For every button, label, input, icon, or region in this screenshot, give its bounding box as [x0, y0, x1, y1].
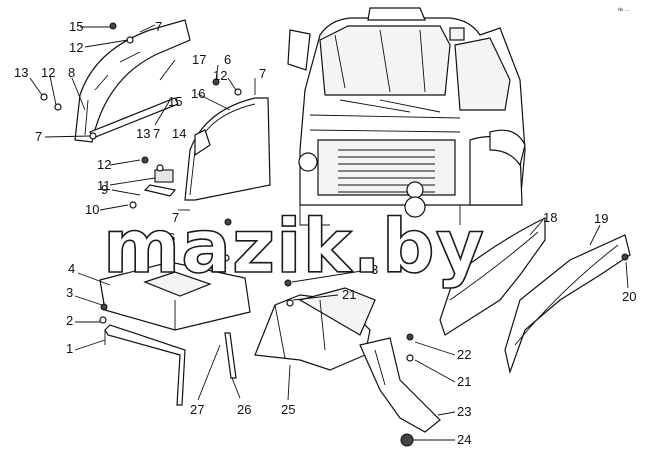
part-label: 12	[69, 40, 83, 55]
part-label: 15	[168, 94, 182, 109]
part-label: 3	[371, 262, 378, 277]
part-label: 7	[172, 210, 179, 225]
part-label: 23	[457, 404, 471, 419]
part-label: 12	[41, 65, 55, 80]
part-label: 25	[281, 402, 295, 417]
part-label: 6	[224, 52, 231, 67]
part-label: 20	[622, 289, 636, 304]
truck-cab	[287, 7, 526, 226]
watermark-text: mazik.by	[103, 204, 485, 290]
part-label: 5	[168, 250, 175, 265]
part-label: 21	[342, 287, 356, 302]
part-label: 12	[213, 68, 227, 83]
part-label: 7	[259, 66, 266, 81]
fasteners	[40, 22, 629, 447]
leader-lines	[29, 24, 629, 441]
part-label: 7	[153, 126, 160, 141]
part-label: 10	[85, 202, 99, 217]
side-panel-19	[504, 234, 631, 375]
part-label: 21	[457, 374, 471, 389]
part-label: 15	[69, 19, 83, 34]
part-label: 6	[168, 230, 175, 245]
part-label: 19	[594, 211, 608, 226]
part-label: 7	[155, 19, 162, 34]
part-label: 13	[136, 126, 150, 141]
part-label: 17	[192, 52, 206, 67]
radiator-grille	[338, 149, 435, 193]
part-label: 8	[68, 65, 75, 80]
side-panel-18	[439, 217, 546, 336]
battery-box-cover	[99, 261, 251, 331]
part-label: 2	[66, 313, 73, 328]
part-label: 18	[543, 210, 557, 225]
intake-pipe	[359, 337, 441, 433]
part-label: 1	[66, 341, 73, 356]
part-label: 14	[172, 126, 186, 141]
part-label: 7	[35, 129, 42, 144]
part-label: 9	[101, 182, 108, 197]
box-support-frame	[104, 324, 237, 406]
part-label: 27	[190, 402, 204, 417]
part-label: 4	[68, 261, 75, 276]
part-label: 22	[457, 347, 471, 362]
bracket-11	[154, 169, 174, 183]
part-label: 13	[14, 65, 28, 80]
part-label: 12	[97, 157, 111, 172]
corner-mark: № …	[618, 7, 630, 13]
part-label: 26	[237, 402, 251, 417]
part-number-labels: 15 7 12 13 12 8 7 17 6 12 7 16 15 13 7 1…	[14, 19, 636, 447]
mudguard-panel-16	[184, 97, 271, 201]
part-label: 24	[457, 432, 471, 447]
part-label: 3	[66, 285, 73, 300]
part-label: 16	[191, 86, 205, 101]
part-label: 11	[97, 178, 111, 193]
air-intake-housing	[254, 287, 376, 371]
